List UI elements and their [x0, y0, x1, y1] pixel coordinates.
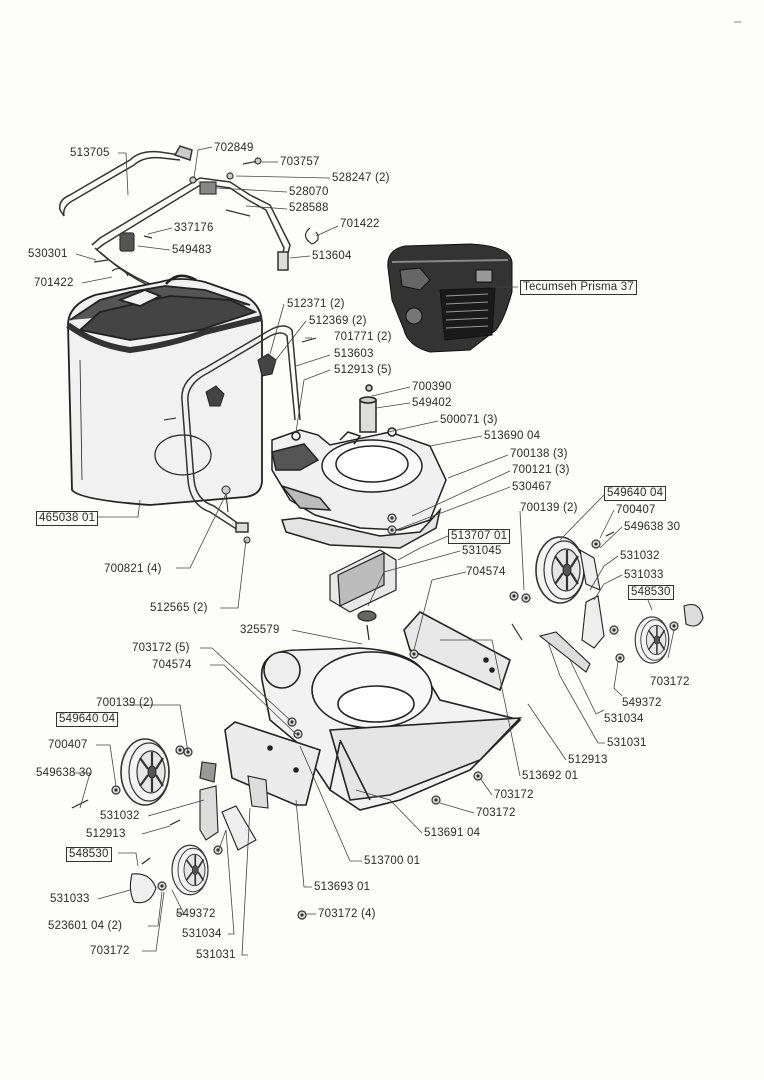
fan-blade-assembly [329, 549, 397, 641]
part-label-512913-right: 512913 [568, 754, 608, 766]
part-label-549402: 549402 [412, 397, 452, 409]
part-label-513705: 513705 [70, 147, 110, 159]
engine-model-label: Tecumseh Prisma 37 [520, 280, 637, 295]
part-label-700390: 700390 [412, 381, 452, 393]
part-label-325579: 325579 [240, 624, 280, 636]
part-label-465038: 465038 01 [36, 511, 99, 526]
blower-housing [271, 384, 447, 549]
part-label-703757: 703757 [280, 156, 320, 168]
part-label-700821: 700821 (4) [104, 563, 162, 575]
part-label-549640-left: 549640 04 [56, 712, 119, 727]
part-label-549640-right: 549640 04 [604, 486, 667, 501]
part-label-513692: 513692 01 [522, 770, 579, 782]
part-label-701422-left: 701422 [34, 277, 74, 289]
part-label-531031-right: 531031 [607, 737, 647, 749]
part-label-701422-top: 701422 [340, 218, 380, 230]
leader-lines [74, 146, 675, 956]
part-label-700138: 700138 (3) [510, 448, 568, 460]
part-label-702849: 702849 [214, 142, 254, 154]
part-label-700407-left: 700407 [48, 739, 88, 751]
part-label-337176: 337176 [174, 222, 214, 234]
part-label-703172-right: 703172 [650, 676, 690, 688]
part-label-513707: 513707 01 [448, 529, 511, 544]
handle-hardware [93, 157, 319, 277]
part-label-531032-left: 531032 [100, 810, 140, 822]
part-label-548530-left: 548530 [66, 847, 112, 862]
part-label-549638-right: 549638 30 [624, 521, 681, 533]
part-label-512371: 512371 (2) [287, 298, 345, 310]
part-label-512369: 512369 (2) [309, 315, 367, 327]
part-label-704574-top: 704574 [466, 566, 506, 578]
lower-handle [181, 325, 301, 533]
part-label-530467: 530467 [512, 481, 552, 493]
grass-bag [66, 274, 263, 506]
part-label-528247: 528247 (2) [332, 172, 390, 184]
part-label-528070: 528070 [289, 186, 329, 198]
part-label-530301: 530301 [28, 248, 68, 260]
part-label-512913-left: 512913 [86, 828, 126, 840]
part-label-523601: 523601 04 (2) [48, 920, 123, 932]
part-label-703172-left: 703172 [90, 945, 130, 957]
part-label-549638-left: 549638 30 [36, 767, 93, 779]
wheel-front-right [534, 535, 586, 605]
part-label-700139-left: 700139 (2) [96, 697, 154, 709]
part-label-528588: 528588 [289, 202, 329, 214]
part-label-531031-left: 531031 [196, 949, 236, 961]
part-label-703172-5: 703172 (5) [132, 642, 190, 654]
part-label-700139-right: 700139 (2) [520, 502, 578, 514]
part-label-703172-4: 703172 (4) [318, 908, 376, 920]
part-label-513603: 513603 [334, 348, 374, 360]
engine [387, 243, 513, 353]
part-label-704574-mid: 704574 [152, 659, 192, 671]
part-label-549372-left: 549372 [176, 908, 216, 920]
part-label-531045: 531045 [462, 545, 502, 557]
part-label-513700: 513700 01 [364, 855, 421, 867]
part-label-513690: 513690 04 [484, 430, 541, 442]
part-label-700121: 700121 (3) [512, 464, 570, 476]
part-label-700407-right: 700407 [616, 504, 656, 516]
part-label-531034-left: 531034 [182, 928, 222, 940]
part-label-512913-5: 512913 (5) [334, 364, 392, 376]
part-label-513604: 513604 [312, 250, 352, 262]
part-label-513693: 513693 01 [314, 881, 371, 893]
part-label-531033-right: 531033 [624, 569, 664, 581]
part-label-549372-right: 549372 [622, 697, 662, 709]
lower-handle-hardware [163, 337, 317, 544]
wheel-front-left [119, 737, 171, 807]
part-label-500071: 500071 (3) [440, 414, 498, 426]
part-label-513691: 513691 04 [424, 827, 481, 839]
part-label-703172-deck-a: 703172 [494, 789, 534, 801]
part-label-703172-deck-b: 703172 [476, 807, 516, 819]
part-label-531034-right: 531034 [604, 713, 644, 725]
part-label-531032-right: 531032 [620, 550, 660, 562]
wheel-rear-right [634, 616, 670, 664]
mower-deck [224, 610, 522, 811]
part-label-549483: 549483 [172, 244, 212, 256]
part-label-548530-right: 548530 [628, 585, 674, 600]
part-label-512565: 512565 (2) [150, 602, 208, 614]
part-label-701771: 701771 (2) [334, 331, 392, 343]
wheel-rear-left [171, 844, 209, 896]
part-label-531033-left: 531033 [50, 893, 90, 905]
